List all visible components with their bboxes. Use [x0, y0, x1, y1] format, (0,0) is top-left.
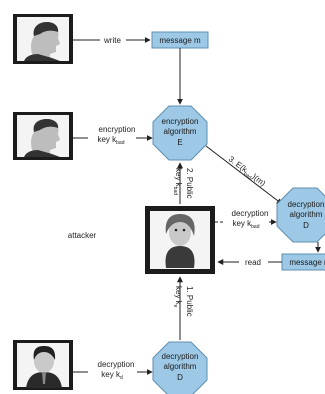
decryption-algorithm-right-line2: algorithm [290, 210, 323, 219]
decryption-algorithm-bottom-line3: D [177, 373, 183, 382]
write-label: write [103, 36, 121, 45]
message-box-top-label: message m [159, 36, 201, 45]
sender-portrait-top [13, 14, 73, 64]
encryption-algorithm-node: encryption algorithm E [152, 105, 208, 161]
message-box-top: message m [151, 31, 209, 49]
read-label: read [245, 258, 261, 267]
decryption-algorithm-bottom-line1: decryption [162, 352, 199, 361]
encryption-algorithm-line2: algorithm [164, 127, 197, 136]
person-portrait-icon [26, 346, 62, 388]
encryption-algorithm-line3: E [177, 138, 182, 147]
decryption-algorithm-bottom-node: decryption algorithm D [152, 341, 208, 394]
public-key-1-line1: 1. Public [185, 286, 194, 317]
attacker-portrait [145, 206, 215, 274]
person-profile-icon [24, 22, 60, 61]
decryption-algorithm-bottom-line2: algorithm [164, 362, 197, 371]
public-key-2-line2: key kbad [172, 168, 183, 195]
attacker-label: attacker [68, 231, 97, 240]
encryption-key-label-line2: key kbad [97, 135, 124, 146]
person-profile-icon [24, 119, 60, 157]
decryption-algorithm-right-line3: D [303, 221, 309, 230]
decryption-key-d-line2: key kd [101, 370, 123, 381]
public-key-1-line2: key ke [172, 286, 183, 308]
decryption-key-bad-line1: decryption [232, 209, 269, 218]
encryption-key-label-line1: encryption [99, 125, 136, 134]
ciphertext-arrow [205, 145, 283, 205]
encryption-algorithm-line1: encryption [162, 117, 199, 126]
sender-portrait-mid [13, 112, 73, 160]
public-key-2-line1: 2. Public [185, 168, 194, 199]
message-box-right: message m [281, 253, 325, 271]
decryption-key-d-line1: decryption [98, 360, 135, 369]
decryption-algorithm-right-line1: decryption [288, 200, 325, 209]
decryption-key-bad-line2: key kbad [232, 219, 259, 230]
decryption-algorithm-right-node: decryption algorithm D [276, 187, 325, 243]
receiver-portrait [13, 340, 73, 390]
message-box-right-label: message m [289, 258, 325, 267]
person-portrait-icon [165, 214, 195, 268]
ciphertext-label: 3. E(kbad)(m) [226, 154, 268, 189]
